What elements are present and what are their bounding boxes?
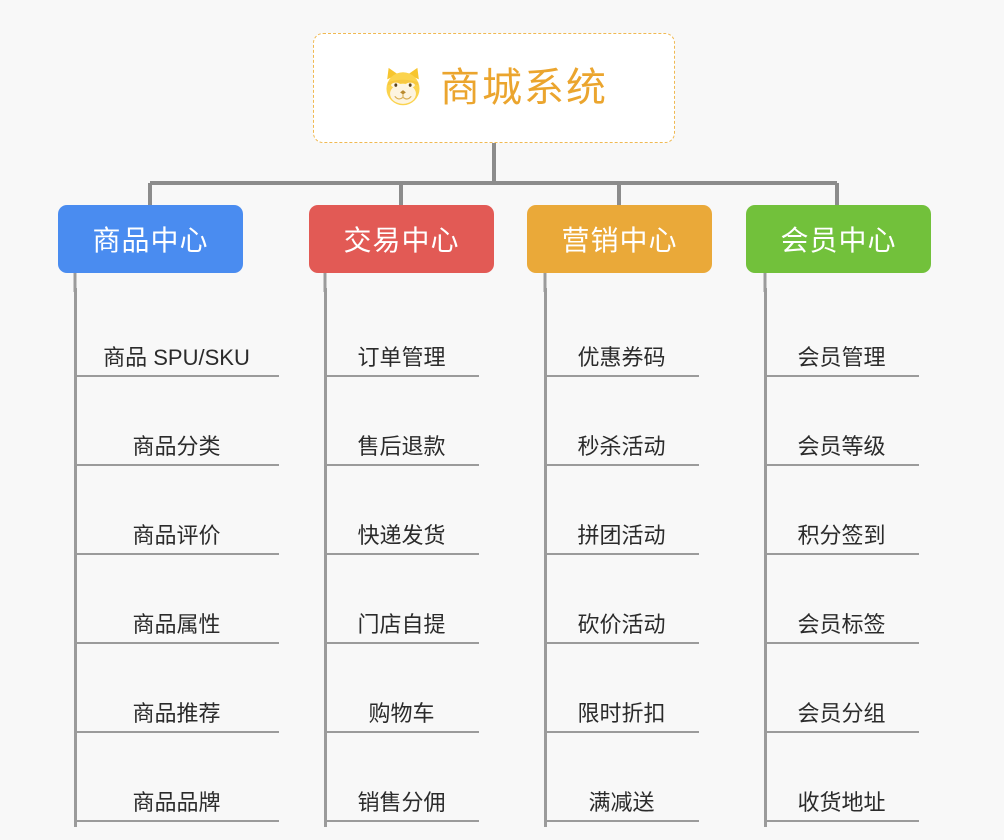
list-item[interactable]: 会员等级 bbox=[764, 377, 919, 466]
list-item-label: 限时折扣 bbox=[577, 700, 666, 726]
category-label: 营销中心 bbox=[561, 225, 678, 256]
list-item[interactable]: 会员标签 bbox=[764, 555, 919, 644]
list-item-label: 收货地址 bbox=[797, 789, 886, 815]
list-item-label: 满减送 bbox=[588, 789, 655, 815]
category-box-2[interactable]: 营销中心 bbox=[527, 205, 712, 273]
column-spine-1 bbox=[324, 288, 327, 827]
list-item[interactable]: 门店自提 bbox=[324, 555, 479, 644]
list-item[interactable]: 商品 SPU/SKU bbox=[74, 288, 279, 377]
list-item[interactable]: 快递发货 bbox=[324, 466, 479, 555]
category-label: 会员中心 bbox=[780, 225, 897, 256]
root-node[interactable]: 商城系统 bbox=[313, 33, 675, 143]
list-item-label: 门店自提 bbox=[357, 611, 446, 637]
category-label: 商品中心 bbox=[92, 225, 209, 256]
list-item-label: 拼团活动 bbox=[577, 522, 666, 548]
column-3: 会员管理 会员等级 积分签到 会员标签 会员分组 收货地址 bbox=[764, 288, 919, 822]
list-item[interactable]: 秒杀活动 bbox=[544, 377, 699, 466]
list-item[interactable]: 商品推荐 bbox=[74, 644, 279, 733]
list-item-label: 商品 SPU/SKU bbox=[103, 344, 250, 370]
column-spine-0 bbox=[74, 288, 77, 827]
list-item-label: 快递发货 bbox=[357, 522, 446, 548]
list-item-label: 售后退款 bbox=[357, 433, 446, 459]
list-item-label: 销售分佣 bbox=[357, 789, 446, 815]
list-item[interactable]: 订单管理 bbox=[324, 288, 479, 377]
category-box-3[interactable]: 会员中心 bbox=[746, 205, 931, 273]
category-box-0[interactable]: 商品中心 bbox=[58, 205, 243, 273]
list-item[interactable]: 积分签到 bbox=[764, 466, 919, 555]
list-item-label: 秒杀活动 bbox=[577, 433, 666, 459]
list-item[interactable]: 商品分类 bbox=[74, 377, 279, 466]
list-item[interactable]: 优惠券码 bbox=[544, 288, 699, 377]
list-item-label: 商品评价 bbox=[132, 522, 221, 548]
list-item[interactable]: 商品品牌 bbox=[74, 733, 279, 822]
list-item-label: 商品分类 bbox=[132, 433, 221, 459]
list-item[interactable]: 会员管理 bbox=[764, 288, 919, 377]
list-item[interactable]: 会员分组 bbox=[764, 644, 919, 733]
list-item-label: 砍价活动 bbox=[577, 611, 666, 637]
category-label: 交易中心 bbox=[343, 225, 460, 256]
list-item[interactable]: 售后退款 bbox=[324, 377, 479, 466]
list-item[interactable]: 满减送 bbox=[544, 733, 699, 822]
list-item-label: 会员等级 bbox=[797, 433, 886, 459]
root-title: 商城系统 bbox=[440, 66, 608, 110]
list-item[interactable]: 购物车 bbox=[324, 644, 479, 733]
list-item-label: 购物车 bbox=[368, 700, 435, 726]
column-0: 商品 SPU/SKU 商品分类 商品评价 商品属性 商品推荐 商品品牌 bbox=[74, 288, 279, 822]
shiba-dog-icon bbox=[386, 67, 420, 106]
list-item-label: 商品推荐 bbox=[132, 700, 221, 726]
list-item[interactable]: 商品属性 bbox=[74, 555, 279, 644]
list-item[interactable]: 商品评价 bbox=[74, 466, 279, 555]
column-spine-3 bbox=[764, 288, 767, 827]
list-item-label: 优惠券码 bbox=[577, 344, 666, 370]
category-box-1[interactable]: 交易中心 bbox=[309, 205, 494, 273]
column-1: 订单管理 售后退款 快递发货 门店自提 购物车 销售分佣 bbox=[324, 288, 479, 822]
list-item-label: 会员管理 bbox=[797, 344, 886, 370]
list-item[interactable]: 砍价活动 bbox=[544, 555, 699, 644]
list-item-label: 会员分组 bbox=[797, 700, 886, 726]
column-spine-2 bbox=[544, 288, 547, 827]
list-item-label: 积分签到 bbox=[797, 522, 886, 548]
list-item[interactable]: 销售分佣 bbox=[324, 733, 479, 822]
column-2: 优惠券码 秒杀活动 拼团活动 砍价活动 限时折扣 满减送 bbox=[544, 288, 699, 822]
list-item-label: 商品属性 bbox=[132, 611, 221, 637]
list-item-label: 商品品牌 bbox=[132, 789, 221, 815]
list-item[interactable]: 限时折扣 bbox=[544, 644, 699, 733]
list-item[interactable]: 收货地址 bbox=[764, 733, 919, 822]
list-item-label: 订单管理 bbox=[357, 344, 446, 370]
list-item[interactable]: 拼团活动 bbox=[544, 466, 699, 555]
list-item-label: 会员标签 bbox=[797, 611, 886, 637]
